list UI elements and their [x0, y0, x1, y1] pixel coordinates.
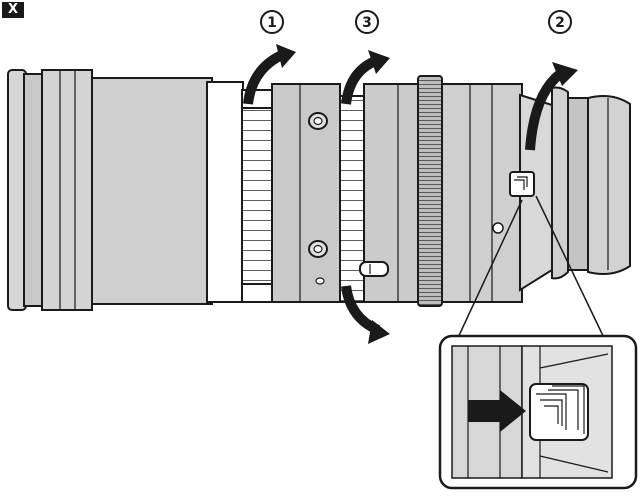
lens-barrel	[91, 77, 244, 305]
switch-small	[509, 171, 535, 197]
zoom-ring-1	[241, 89, 273, 303]
arrow-step-2	[525, 62, 578, 151]
lens-front-hood	[7, 69, 93, 311]
arrow-step-3	[341, 50, 390, 344]
inset-leader-right	[535, 195, 607, 343]
step-number-1: 1	[267, 15, 277, 31]
step-callout-3: 3	[355, 10, 379, 34]
arrow-step-1	[243, 44, 296, 105]
corner-badge: X	[2, 2, 24, 18]
step-callout-2: 2	[548, 10, 572, 34]
lens-mount	[551, 86, 631, 280]
step-number-3: 3	[362, 15, 372, 31]
lock-lever	[359, 261, 389, 277]
zoom-ring-3	[339, 83, 419, 303]
step-callout-1: 1	[260, 10, 284, 34]
step-number-2: 2	[555, 15, 565, 31]
focus-ring	[417, 75, 443, 307]
switch-magnified	[529, 383, 589, 441]
magnified-inset	[438, 334, 638, 490]
lens-rear-body	[441, 83, 553, 303]
inset-leader-left	[455, 199, 523, 343]
lens-mid-section	[271, 83, 341, 303]
push-arrow-icon	[468, 390, 526, 432]
